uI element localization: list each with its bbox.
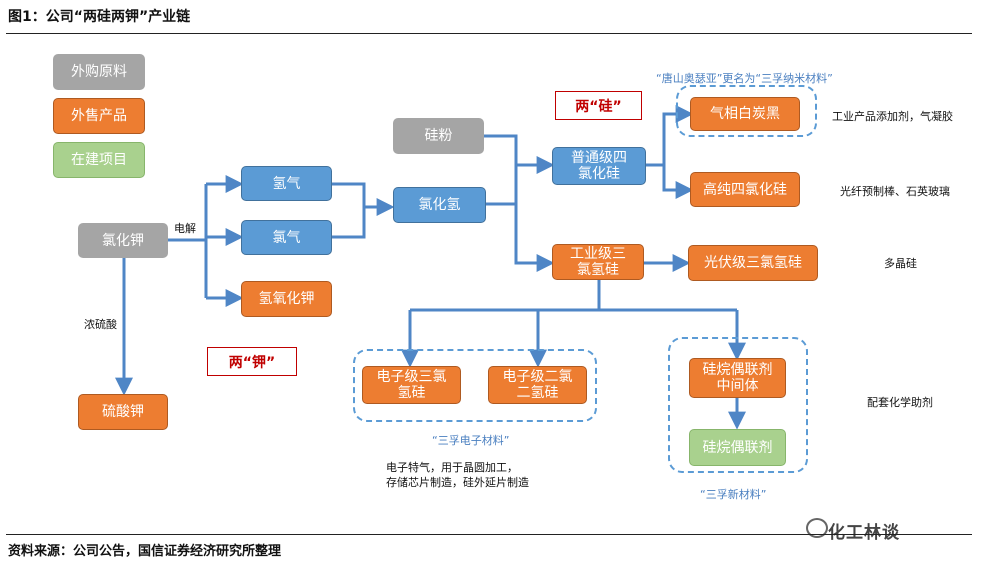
node-si-powder: 硅粉	[393, 118, 484, 154]
label-electrolysis: 电解	[174, 222, 196, 235]
use-pv-tcs: 多晶硅	[884, 257, 917, 270]
label-sulfuric-acid: 浓硫酸	[84, 318, 117, 331]
top-rule	[6, 33, 972, 34]
node-k2so4: 硫酸钾	[78, 394, 168, 430]
group-new-material	[668, 337, 808, 473]
node-hydrogen: 氢气	[241, 166, 332, 201]
use-hp-sicl4: 光纤预制棒、石英玻璃	[840, 185, 950, 198]
node-pv-tcs: 光伏级三氯氢硅	[688, 245, 818, 281]
wechat-icon	[806, 518, 828, 538]
group-electronic-material	[353, 349, 597, 422]
tag-two-si: 两“硅”	[555, 91, 642, 120]
node-chlorine: 氯气	[241, 220, 332, 255]
node-tcs: 工业级三 氯氢硅	[552, 244, 644, 280]
legend-building: 在建项目	[53, 142, 145, 178]
watermark: 化工林谈	[828, 523, 900, 543]
tag-two-k: 两“钾”	[207, 347, 297, 376]
group-nano-material	[676, 85, 817, 137]
node-e-tcs: 电子级三氯 氢硅	[362, 366, 461, 404]
legend-sold: 外售产品	[53, 98, 145, 134]
use-electronic: 电子特气，用于晶圆加工， 存储芯片制造，硅外延片制造	[386, 461, 529, 489]
node-koh: 氢氧化钾	[241, 281, 332, 317]
node-kcl: 氯化钾	[78, 223, 168, 258]
node-sicl4: 普通级四 氯化硅	[552, 147, 646, 185]
source-note: 资料来源：公司公告，国信证券经济研究所整理	[8, 544, 282, 559]
figure-title: 图1：公司“两硅两钾”产业链	[8, 9, 191, 25]
node-coupling: 硅烷偶联剂	[689, 429, 786, 466]
label-new-material-group: “三孚新材料”	[700, 488, 767, 501]
bottom-rule	[6, 534, 972, 535]
node-coupling-mid: 硅烷偶联剂 中间体	[689, 358, 786, 398]
label-rename: “唐山奥瑟亚”更名为“三孚纳米材料”	[656, 72, 833, 85]
legend-purchased: 外购原料	[53, 54, 145, 90]
node-hcl: 氯化氢	[393, 187, 486, 223]
node-e-dcs: 电子级二氯 二氢硅	[488, 366, 587, 404]
label-electronic-group: “三孚电子材料”	[432, 434, 510, 447]
use-fumed-silica: 工业产品添加剂，气凝胶	[832, 110, 953, 123]
node-hp-sicl4: 高纯四氯化硅	[690, 172, 800, 207]
use-coupling: 配套化学助剂	[867, 396, 933, 409]
node-fumed-silica: 气相白炭黑	[690, 97, 800, 131]
